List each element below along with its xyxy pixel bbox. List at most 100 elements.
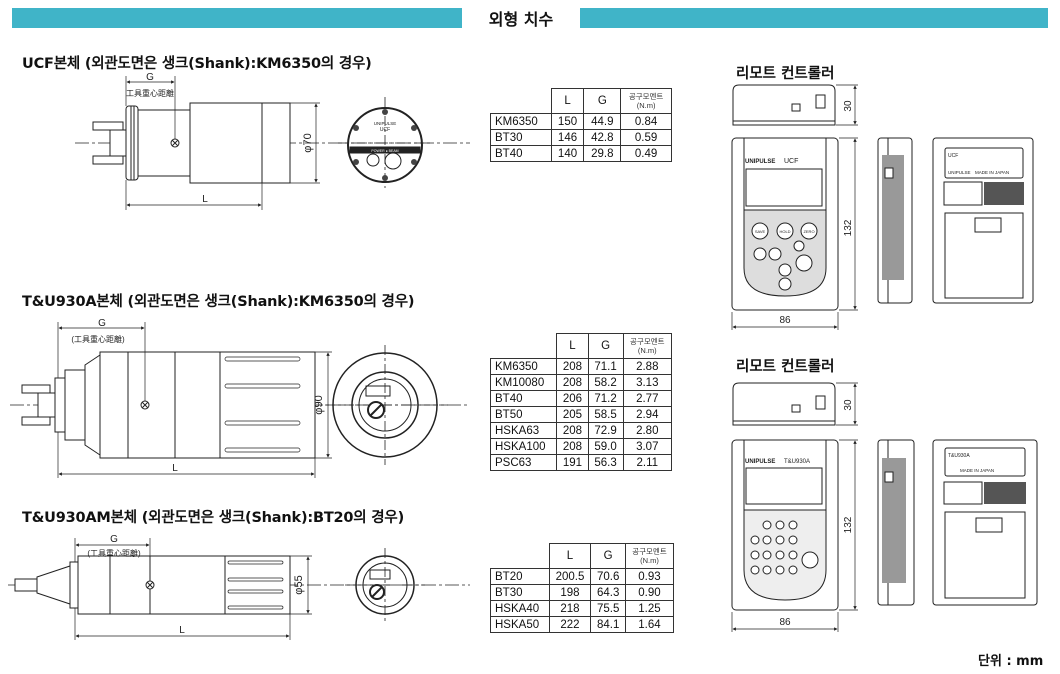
l-cell: 198 bbox=[548, 584, 592, 601]
end-view-power-label: POWER ● BEAM bbox=[371, 149, 398, 153]
shank-cell: BT40 bbox=[490, 145, 552, 162]
remote-brand: UNIPULSE bbox=[745, 159, 775, 165]
col-header-moment: 공구모멘트(N.m) bbox=[622, 333, 673, 359]
g-cell: 58.5 bbox=[587, 406, 624, 423]
tu930am-side-drawing: G (工具重心距離) L φ55 bbox=[8, 534, 470, 640]
remote-length-label: 132 bbox=[843, 516, 854, 533]
moment-label: 공구모멘트 bbox=[630, 337, 665, 346]
section-title-tu930a: T&U930A본체 (외관도면은 생크(Shank):KM6350의 경우) bbox=[22, 294, 415, 310]
moment-cell: 1.25 bbox=[624, 600, 675, 617]
moment-cell: 3.13 bbox=[622, 374, 673, 391]
moment-cell: 0.84 bbox=[620, 113, 672, 130]
remote-height-label: 30 bbox=[843, 100, 854, 112]
dim-diameter-label: φ55 bbox=[293, 575, 305, 594]
moment-cell: 0.49 bbox=[620, 145, 672, 162]
end-view-model: UCF bbox=[380, 127, 390, 133]
banner-bar-right bbox=[580, 8, 1048, 28]
moment-cell: 1.64 bbox=[624, 616, 675, 633]
tu930a-end-view bbox=[325, 345, 448, 465]
shank-cell: PSC63 bbox=[489, 454, 558, 471]
section-title-ucf: UCF본체 (외관도면은 생크(Shank):KM6350의 경우) bbox=[22, 56, 372, 72]
moment-unit: (N.m) bbox=[640, 556, 659, 565]
dim-l-label: L bbox=[179, 625, 185, 636]
g-cell: 59.0 bbox=[587, 438, 624, 455]
dim-l-label: L bbox=[202, 194, 208, 205]
moment-cell: 0.93 bbox=[624, 568, 675, 585]
col-header-moment: 공구모멘트(N.m) bbox=[620, 88, 672, 114]
remote-height-label: 30 bbox=[843, 399, 854, 411]
col-header-g: G bbox=[590, 543, 626, 569]
l-cell: 205 bbox=[556, 406, 589, 423]
l-cell: 150 bbox=[550, 113, 585, 130]
g-cell: 70.6 bbox=[590, 568, 626, 585]
zero-button: ZERO bbox=[803, 229, 814, 234]
col-header-g: G bbox=[583, 88, 622, 114]
dim-g-label: G bbox=[146, 72, 154, 83]
back-label-brand: UNIPULSE bbox=[948, 170, 971, 175]
g-cell: 71.1 bbox=[587, 358, 624, 375]
remote-brand: UNIPULSE bbox=[745, 459, 775, 465]
shank-cell: BT20 bbox=[490, 568, 550, 585]
l-cell: 191 bbox=[556, 454, 589, 471]
remote-length-label: 132 bbox=[843, 219, 854, 236]
remote-title-1: 리모트 컨트롤러 bbox=[736, 66, 835, 82]
remote-model: UCF bbox=[784, 158, 798, 165]
page-title: 외형 치수 bbox=[488, 10, 554, 29]
table-corner bbox=[490, 543, 550, 569]
dim-g-label: G bbox=[110, 534, 118, 545]
col-header-l: L bbox=[550, 88, 585, 114]
g-cell: 29.8 bbox=[583, 145, 622, 162]
cg-distance-label: 工具重心距離 bbox=[126, 88, 174, 98]
end-view-brand: UNIPULSE bbox=[374, 121, 397, 126]
moment-unit: (N.m) bbox=[637, 346, 657, 355]
moment-unit: (N.m) bbox=[636, 101, 656, 110]
tu930a-side-drawing: G (工具重心距離) L φ90 bbox=[10, 318, 470, 478]
moment-label: 공구모멘트 bbox=[628, 92, 664, 101]
remote-tu930a-drawing: 30 UNIPULSE T&U930A 132 86 T&U930A MADE … bbox=[731, 382, 1038, 632]
l-cell: 200.5 bbox=[548, 568, 592, 585]
remote-width-label: 86 bbox=[779, 617, 791, 628]
tu930am-end-view bbox=[345, 548, 425, 622]
save-button: SAVE bbox=[755, 229, 766, 234]
shank-cell: HSKA63 bbox=[489, 422, 558, 439]
hold-button: HOLD bbox=[779, 229, 790, 234]
l-cell: 206 bbox=[556, 390, 589, 407]
moment-cell: 2.11 bbox=[622, 454, 673, 471]
back-label-model: T&U930A bbox=[948, 453, 970, 459]
ucf-end-view: UNIPULSE UCF POWER ● BEAM bbox=[338, 97, 432, 188]
remote-title-2: 리모트 컨트롤러 bbox=[736, 359, 835, 375]
back-label-model: UCF bbox=[948, 153, 958, 159]
remote-model: T&U930A bbox=[784, 459, 810, 465]
remote-width-label: 86 bbox=[779, 315, 791, 326]
dim-l-label: L bbox=[172, 463, 178, 474]
dim-diameter-label: φ70 bbox=[302, 133, 314, 152]
moment-label: 공구모멘트 bbox=[632, 547, 667, 556]
banner-bar-left bbox=[12, 8, 462, 28]
dim-g-label: G bbox=[98, 318, 106, 329]
back-label-made: MADE IN JAPAN bbox=[960, 468, 994, 473]
cg-distance-label: (工具重心距離) bbox=[71, 334, 125, 344]
l-cell: 140 bbox=[550, 145, 585, 162]
l-cell: 222 bbox=[548, 616, 592, 633]
back-label-made: MADE IN JAPAN bbox=[975, 170, 1009, 175]
section-title-tu930am: T&U930AM본체 (외관도면은 생크(Shank):BT20의 경우) bbox=[22, 510, 404, 526]
l-cell: 208 bbox=[556, 438, 589, 455]
shank-cell: HSKA50 bbox=[490, 616, 550, 633]
unit-label: 단위 : mm bbox=[978, 654, 1044, 669]
